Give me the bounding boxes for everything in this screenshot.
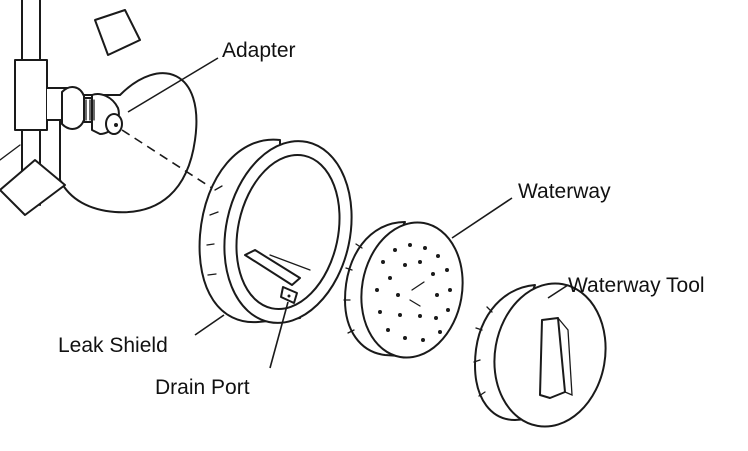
leak-shield-label: Leak Shield xyxy=(58,334,168,357)
waterway-tool xyxy=(473,282,607,428)
drain-port-label: Drain Port xyxy=(155,376,250,399)
waterway-label: Waterway xyxy=(518,180,611,203)
leak-shield-leader-line xyxy=(194,314,225,336)
waterway-tool-leader-line xyxy=(547,284,569,299)
waterway-tool-label: Waterway Tool xyxy=(568,274,705,297)
waterway-leader-line xyxy=(451,197,513,239)
drain-port-leader-line xyxy=(269,301,289,369)
assembly-axis-line xyxy=(121,129,216,191)
adapter xyxy=(61,86,123,135)
leak-shield xyxy=(198,138,353,324)
waterway-spray-holes xyxy=(375,243,452,342)
adapter-label: Adapter xyxy=(222,39,296,62)
adapter-leader-line xyxy=(127,57,219,113)
waterway xyxy=(343,221,464,359)
